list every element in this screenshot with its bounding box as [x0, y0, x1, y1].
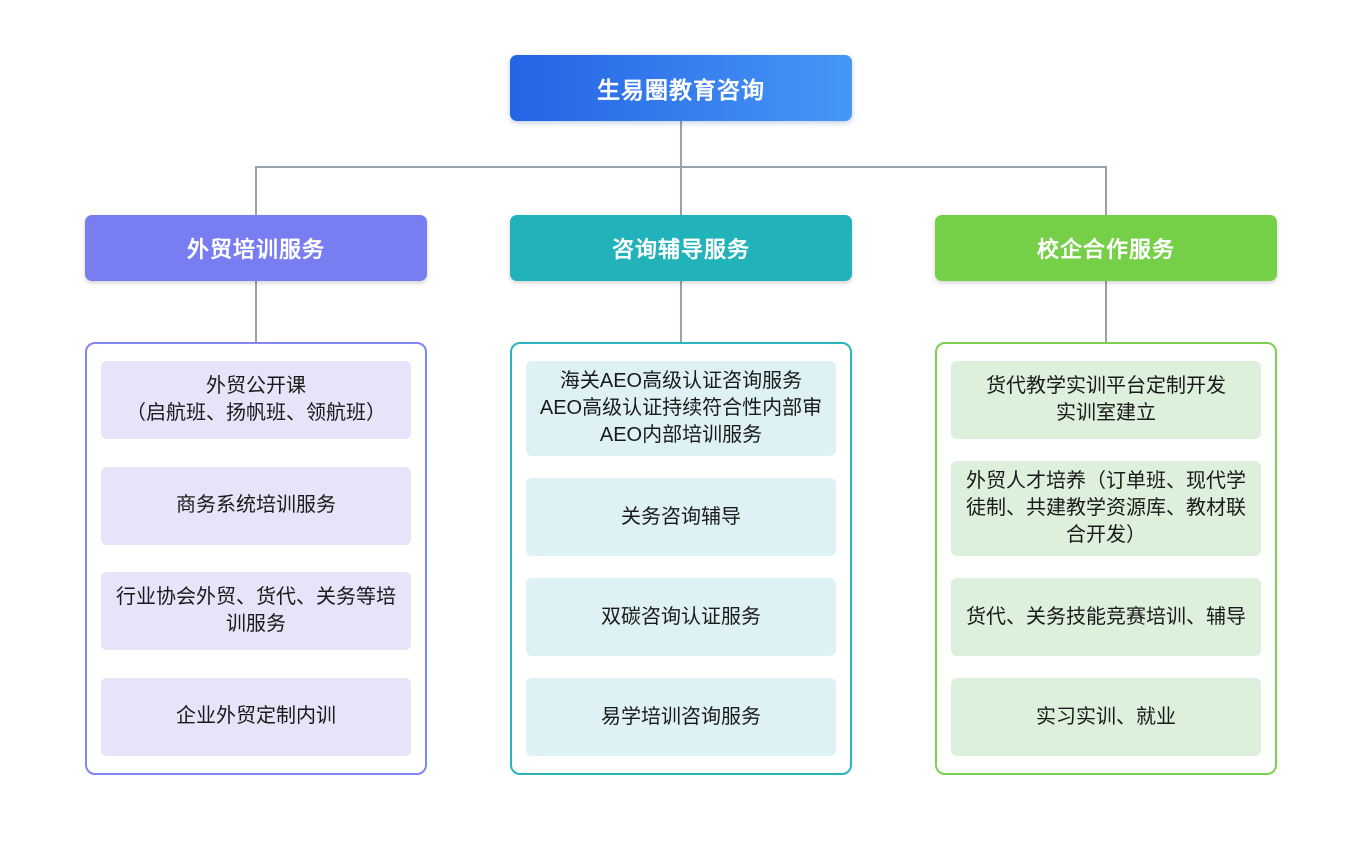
- root-node: 生易圈教育咨询: [510, 55, 852, 121]
- connector-branch-1-upper: [255, 166, 257, 215]
- diagram-node: 外贸公开课 （启航班、扬帆班、领航班）: [101, 361, 411, 439]
- branch-header-label: 咨询辅导服务: [611, 237, 750, 262]
- node-label: 货代、关务技能竞赛培训、辅导: [966, 605, 1246, 628]
- connector-branch-2-upper: [680, 166, 682, 215]
- connector-branch-1-lower: [255, 281, 257, 342]
- node-label: 易学培训咨询服务: [601, 705, 761, 728]
- node-label: 企业外贸定制内训: [176, 705, 336, 728]
- node-label: 海关AEO高级认证咨询服务 AEO高级认证持续符合性内部审 AEO内部培训服务: [539, 370, 823, 446]
- diagram-node: 货代教学实训平台定制开发 实训室建立: [951, 361, 1261, 439]
- connector-branch-3-upper: [1105, 166, 1107, 215]
- connector-root-stem: [680, 121, 682, 167]
- branch-header-school-enterprise: 校企合作服务: [935, 215, 1277, 281]
- diagram-node: 实习实训、就业: [951, 678, 1261, 756]
- node-label: 实习实训、就业: [1036, 705, 1176, 728]
- branch-header-trade-training: 外贸培训服务: [85, 215, 427, 281]
- branch-group-school-enterprise: 货代教学实训平台定制开发 实训室建立 外贸人才培养（订单班、现代学徒制、共建教学…: [935, 342, 1277, 775]
- diagram-node: 双碳咨询认证服务: [526, 578, 836, 656]
- branch-group-consulting: 海关AEO高级认证咨询服务 AEO高级认证持续符合性内部审 AEO内部培训服务 …: [510, 342, 852, 775]
- connector-branch-2-lower: [680, 281, 682, 342]
- diagram-node: 易学培训咨询服务: [526, 678, 836, 756]
- root-node-label: 生易圈教育咨询: [597, 77, 765, 103]
- branch-group-trade-training: 外贸公开课 （启航班、扬帆班、领航班） 商务系统培训服务 行业协会外贸、货代、关…: [85, 342, 427, 775]
- diagram-node: 商务系统培训服务: [101, 466, 411, 545]
- branch-header-label: 校企合作服务: [1036, 237, 1175, 262]
- diagram-node: 企业外贸定制内训: [101, 677, 411, 756]
- diagram-node: 货代、关务技能竞赛培训、辅导: [951, 578, 1261, 656]
- branch-header-label: 外贸培训服务: [186, 237, 325, 262]
- diagram-node: 关务咨询辅导: [526, 478, 836, 556]
- node-label: 外贸公开课 （启航班、扬帆班、领航班）: [126, 375, 386, 424]
- node-label: 外贸人才培养（订单班、现代学徒制、共建教学资源库、教材联合开发）: [966, 470, 1246, 546]
- diagram-node: 行业协会外贸、货代、关务等培训服务: [101, 572, 411, 651]
- node-label: 关务咨询辅导: [621, 505, 741, 528]
- node-label: 商务系统培训服务: [176, 494, 336, 517]
- branch-header-consulting: 咨询辅导服务: [510, 215, 852, 281]
- connector-branch-3-lower: [1105, 281, 1107, 342]
- diagram-node: 外贸人才培养（订单班、现代学徒制、共建教学资源库、教材联合开发）: [951, 461, 1261, 556]
- node-label: 货代教学实训平台定制开发 实训室建立: [986, 375, 1226, 424]
- node-label: 行业协会外贸、货代、关务等培训服务: [116, 586, 396, 636]
- diagram-node: 海关AEO高级认证咨询服务 AEO高级认证持续符合性内部审 AEO内部培训服务: [526, 361, 836, 456]
- node-label: 双碳咨询认证服务: [601, 605, 761, 628]
